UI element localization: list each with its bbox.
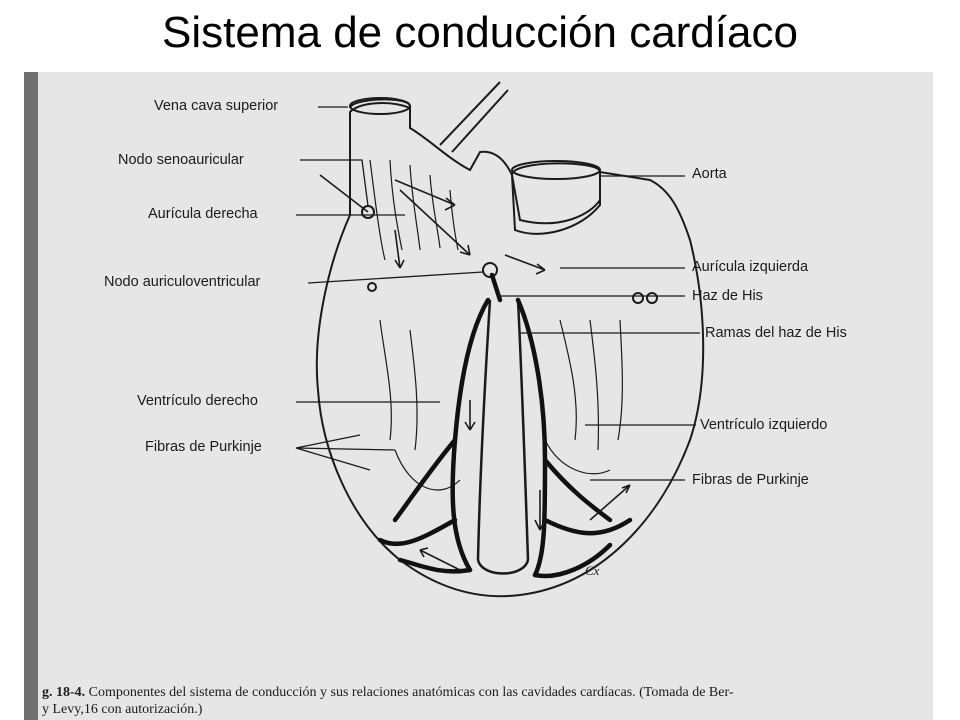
label-ramas-haz-his: Ramas del haz de His (705, 325, 847, 341)
page-title: Sistema de conducción cardíaco (162, 8, 798, 57)
av-node (482, 262, 498, 278)
scanned-figure (24, 72, 933, 720)
label-haz-his: Haz de His (692, 288, 763, 304)
septum (476, 299, 530, 575)
artist-signature: Cx (585, 563, 600, 578)
label-aorta: Aorta (692, 166, 727, 182)
label-nodo-senoauricular: Nodo senoauricular (118, 152, 244, 168)
arrow-6 (419, 547, 461, 571)
aorta-opening (511, 160, 601, 180)
caption-line-2: y Levy,16 con autorización.) (42, 702, 203, 717)
label-auricula-derecha: Aurícula derecha (148, 206, 258, 222)
label-ventriculo-derecho: Ventrículo derecho (137, 393, 258, 409)
valve-dot-3 (367, 282, 377, 292)
label-fibras-purkinje-right: Fibras de Purkinje (692, 472, 809, 488)
vena-cava-shape (349, 98, 411, 215)
purkinje-right (377, 437, 473, 574)
heart-outline (315, 102, 705, 598)
arrow-1 (394, 179, 456, 211)
label-ventriculo-izquierdo: Ventrículo izquierdo (700, 417, 828, 433)
arrow-3 (504, 254, 546, 275)
arrow-9 (319, 174, 369, 213)
vena-cava-opening (349, 97, 411, 115)
leader-purkinje-izq (295, 434, 396, 471)
arrow-4 (394, 229, 405, 269)
label-nodo-auriculoventricular: Nodo auriculoventricular (104, 274, 261, 290)
label-vena-cava: Vena cava superior (154, 98, 279, 114)
arrow-2 (399, 189, 471, 256)
valve-dot-2 (646, 292, 658, 304)
atrial-muscles (369, 159, 459, 261)
arrow-5 (534, 490, 546, 531)
caption-figure-number: g. 18-4. (42, 685, 86, 700)
label-auricula-izquierda: Aurícula izquierda (692, 259, 809, 275)
arrow-8 (464, 400, 476, 431)
leader-nodo-seno (300, 159, 369, 207)
figure-caption: g. 18-4. Componentes del sistema de cond… (42, 684, 932, 718)
valve-dot-1 (632, 292, 644, 304)
left-papillary (544, 319, 623, 475)
purkinje-left (532, 457, 633, 579)
label-fibras-purkinje-left: Fibras de Purkinje (145, 439, 262, 455)
scan-edge (24, 72, 38, 720)
aorta-shape (510, 162, 601, 235)
caption-line-1: Componentes del sistema de conducción y … (88, 685, 734, 700)
pulmonary-vessel (439, 81, 509, 153)
arrow-7 (589, 484, 631, 521)
leader-nodo-av (307, 271, 484, 284)
right-papillary (379, 319, 461, 491)
left-bundle-branch (515, 297, 548, 578)
